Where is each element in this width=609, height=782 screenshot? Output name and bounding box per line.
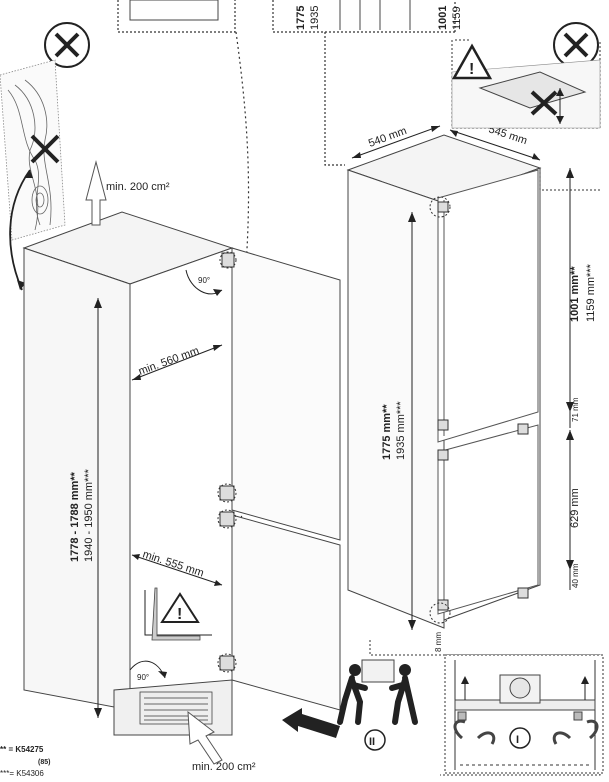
fridge-width: 540 mm bbox=[367, 125, 408, 150]
top-callout-1001: 1001 bbox=[437, 6, 449, 30]
fridge-gap: 71 mm bbox=[571, 397, 580, 422]
prohibited-icon-right bbox=[553, 22, 599, 68]
vent-arrow-top bbox=[85, 160, 107, 226]
top-left-callout bbox=[117, 0, 236, 33]
prohibited-icon-left bbox=[44, 22, 90, 68]
svg-text:!: ! bbox=[177, 606, 182, 623]
wood-grain-icon bbox=[0, 59, 66, 241]
fridge-lower: 629 mm bbox=[569, 488, 581, 528]
dashed-connector-center bbox=[324, 32, 345, 166]
warning-triangle-icon-top: ! bbox=[451, 43, 493, 80]
warning-triangle-icon: ! bbox=[144, 587, 212, 641]
step-2-badge bbox=[364, 729, 386, 751]
footnote-line-2: (85) bbox=[38, 759, 50, 766]
angle-upper: 90° bbox=[198, 276, 210, 285]
angle-lower: 90° bbox=[137, 673, 149, 682]
vent-bottom-label: min. 200 cm² bbox=[192, 761, 256, 773]
niche-height-a: 1778 - 1788 mm** bbox=[69, 471, 81, 562]
step-2-label: II bbox=[369, 736, 375, 748]
niche-height-b: 1940 - 1950 mm*** bbox=[83, 468, 95, 562]
vent-arrow-bottom bbox=[187, 710, 223, 765]
top-callout-1775: 1775 bbox=[295, 6, 307, 30]
fridge-base: 40 mm bbox=[571, 563, 580, 588]
fridge-upper-a: 1001 mm** bbox=[569, 266, 581, 322]
two-people-carrying-icon bbox=[337, 659, 418, 725]
push-arrow-icon bbox=[282, 708, 340, 738]
fridge-height-b: 1935 mm*** bbox=[395, 401, 407, 460]
fridge-foot: 8 mm bbox=[434, 632, 443, 652]
top-center-callout: 1775 1935 1001 1159 bbox=[272, 0, 463, 33]
fridge-height-a: 1775 mm** bbox=[381, 404, 393, 460]
fridge-upper-b: 1159 mm*** bbox=[585, 263, 597, 322]
top-callout-1159: 1159 bbox=[451, 6, 463, 30]
bottom-right-inset bbox=[369, 640, 604, 776]
footnote-line-3: ***= K54306 bbox=[0, 769, 44, 778]
footnote-line-1: ** = K54275 bbox=[0, 745, 44, 754]
step-1-label: I bbox=[516, 734, 519, 746]
curved-arrow-icon bbox=[9, 169, 31, 291]
svg-text:!: ! bbox=[469, 61, 474, 78]
top-callout-1935: 1935 bbox=[309, 6, 321, 30]
vent-top-label: min. 200 cm² bbox=[106, 181, 170, 193]
fridge-unit bbox=[346, 134, 542, 629]
niche-cabinet bbox=[22, 211, 341, 736]
